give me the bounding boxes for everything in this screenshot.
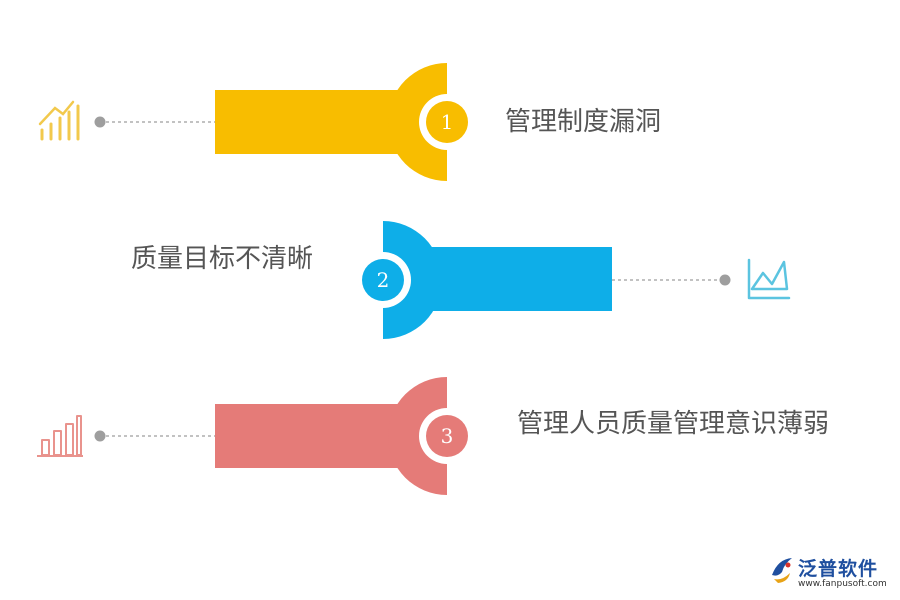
item-3: 3	[37, 377, 475, 495]
item-half-disc	[383, 221, 442, 339]
item-2: 2	[355, 221, 791, 339]
item-number: 3	[441, 424, 454, 448]
item-1-label: 管理制度漏洞	[505, 107, 662, 137]
connector-dot	[94, 116, 106, 128]
bar-chart-rising-icon	[38, 100, 80, 141]
number-badge	[426, 101, 468, 143]
item-half-disc	[388, 63, 447, 181]
bar-chart-icon	[37, 415, 83, 457]
item-half-disc	[388, 377, 447, 495]
brand-logo: 泛普软件 www.fanpusoft.com	[768, 553, 893, 598]
fanpu-logo-icon	[772, 558, 792, 583]
connector-dot	[719, 274, 731, 286]
number-badge	[362, 259, 404, 301]
item-1: 1	[38, 63, 475, 181]
item-2-label: 质量目标不清晰	[131, 244, 314, 274]
item-number: 1	[441, 110, 454, 134]
connector-dot	[94, 430, 106, 442]
logo-url: www.fanpusoft.com	[798, 579, 887, 589]
number-badge	[426, 415, 468, 457]
item-number: 2	[377, 268, 390, 292]
logo-name: 泛普软件	[798, 558, 879, 580]
area-line-chart-icon	[747, 258, 791, 300]
item-3-label: 管理人员质量管理意识薄弱	[517, 409, 830, 439]
